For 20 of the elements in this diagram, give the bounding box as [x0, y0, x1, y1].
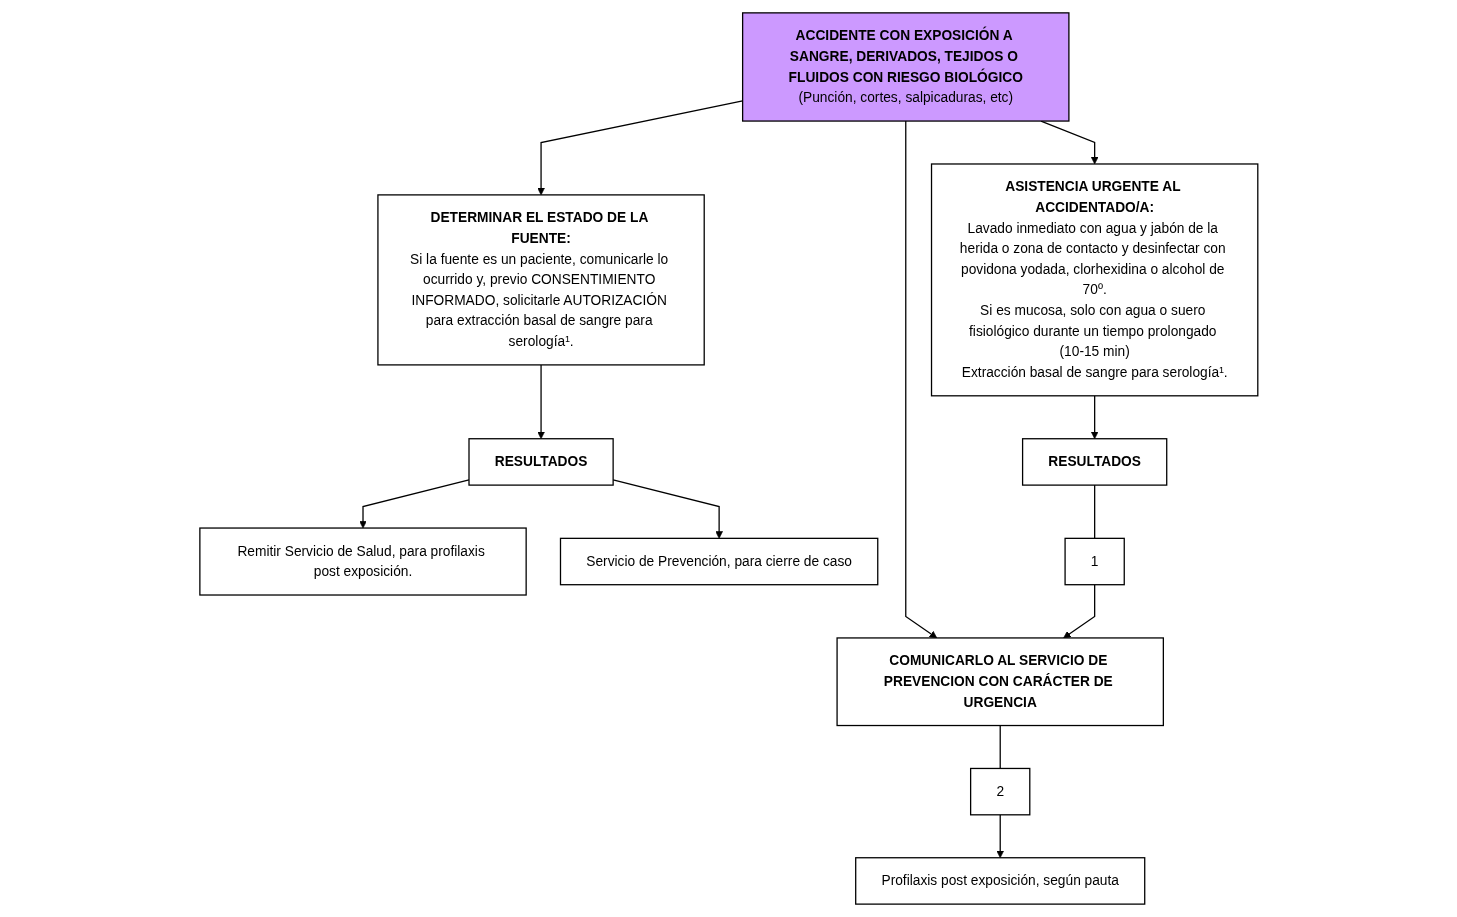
node-box: 2: [969, 767, 1031, 816]
node-box: 1: [1064, 537, 1125, 586]
connector: [999, 724, 1001, 770]
node-box: ASISTENCIA URGENTE AL ACCIDENTADO/A: Lavado inmediato con agua y jabón de la herida o zona de contacto y desinfectar con povidona yodada, clorhexidina o alcohol de 70º. Si es mucosa, solo con agua o suero fisiológico durante un tiempo prolongado (10-15 min) Extracción basal de sangre para serología¹.: [930, 163, 1259, 397]
arrow: [536, 100, 743, 196]
arrow: [612, 479, 723, 539]
arrow: [1090, 395, 1099, 440]
arrow: [904, 120, 937, 639]
node-box: ACCIDENTE CON EXPOSICIÓN A SANGRE, DERIVADOS, TEJIDOS O FLUIDOS CON RIESGO BIOLÓGICO (Punción, cortes, salpicaduras, etc): [741, 12, 1070, 122]
connector: [1093, 484, 1095, 539]
node-box: RESULTADOS: [1021, 438, 1168, 486]
arrow: [996, 814, 1004, 859]
node-box: Remitir Servicio de Salud, para profilaxis post exposición.: [198, 527, 527, 596]
node-box: RESULTADOS: [468, 438, 614, 486]
node-box: DETERMINAR EL ESTADO DE LA FUENTE: Si la fuente es un paciente, comunicarle lo ocurrido y, previo CONSENTIMIENTO INFORMADO, solicitarle AUTORIZACIÓN para extracción basal de sangre para serología¹.: [376, 194, 705, 366]
node-box: Profilaxis post exposición, según pauta: [854, 857, 1146, 905]
arrow: [1062, 584, 1095, 639]
arrow: [536, 364, 545, 440]
node-box: Servicio de Prevención, para cierre de caso: [559, 537, 879, 586]
node-box: COMUNICARLO AL SERVICIO DE PREVENCION CON CARÁCTER DE URGENCIA: [836, 637, 1164, 727]
